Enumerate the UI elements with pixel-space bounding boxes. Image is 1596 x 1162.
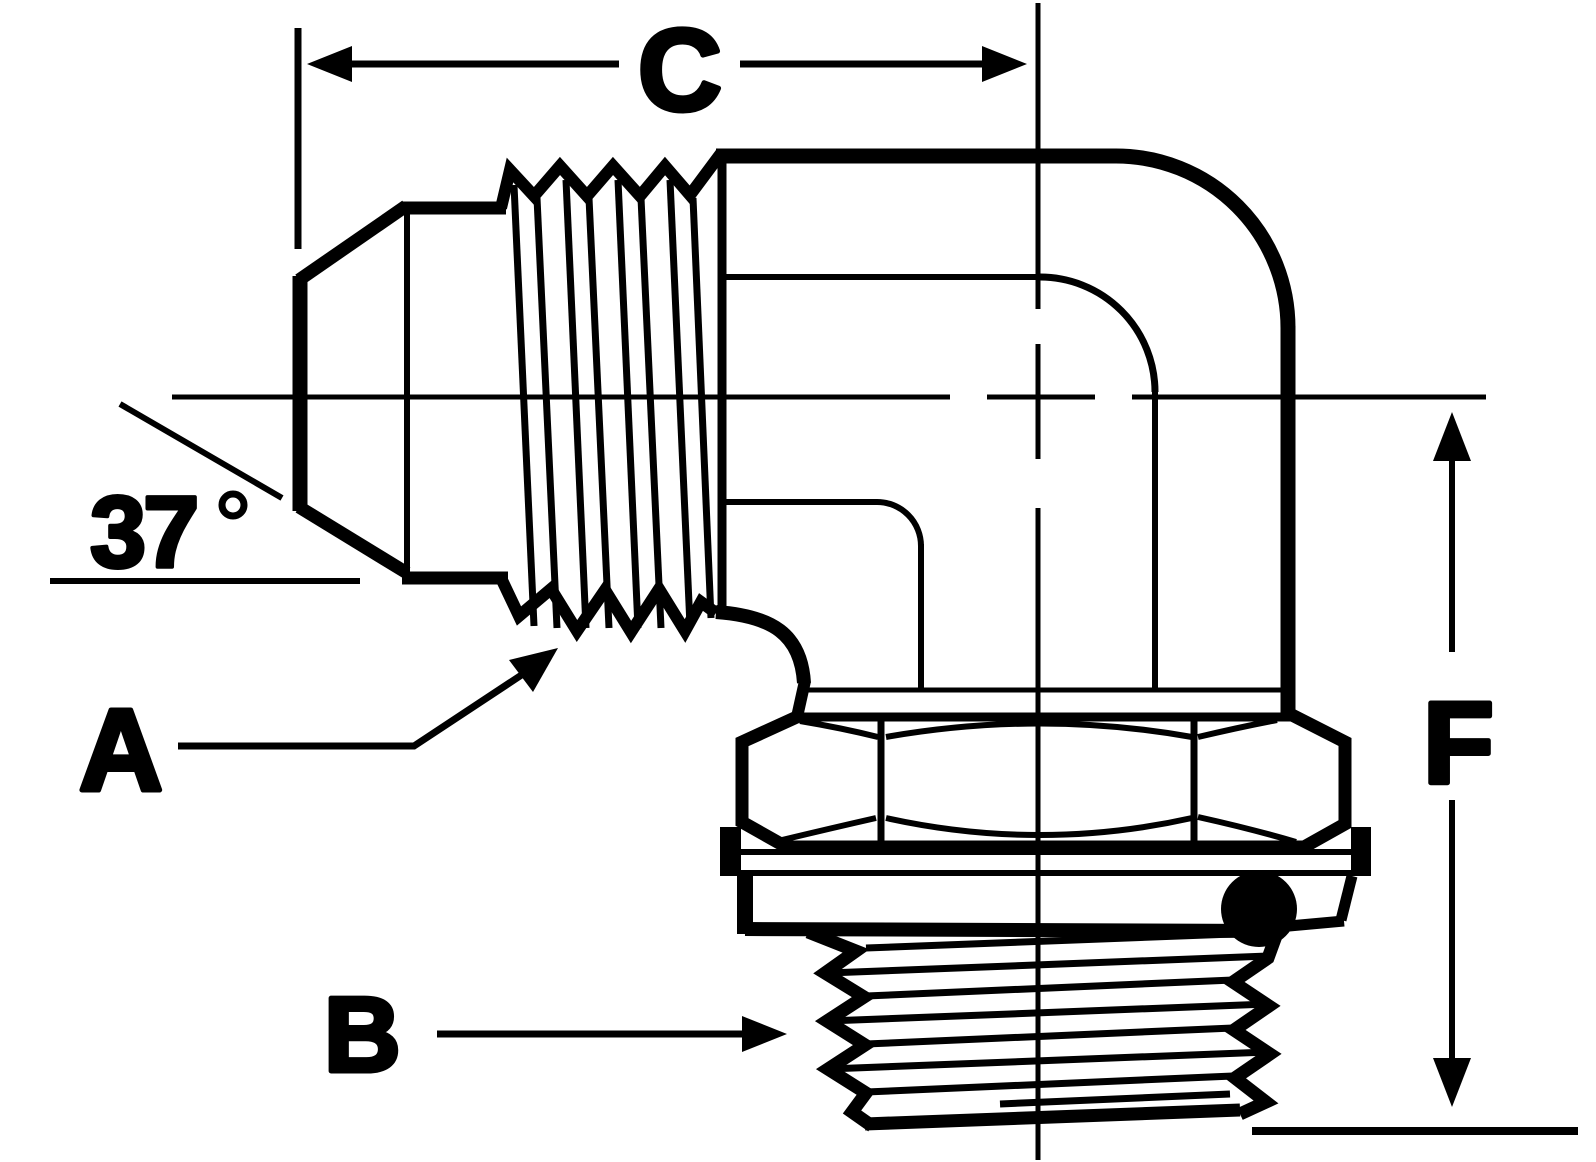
svg-text:C: C: [638, 5, 722, 135]
svg-text:B: B: [324, 976, 401, 1094]
svg-text:A: A: [79, 685, 163, 815]
svg-text:F: F: [1423, 678, 1494, 808]
svg-text:37: 37: [90, 477, 196, 589]
